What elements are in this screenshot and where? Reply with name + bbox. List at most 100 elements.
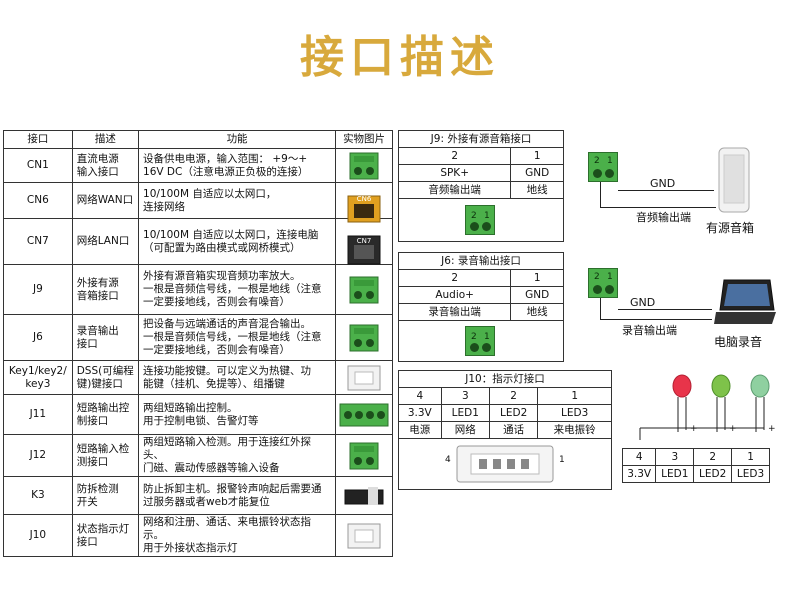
- desc-cell: 录音输出接口: [71, 314, 140, 361]
- white-header-icon: [347, 365, 381, 390]
- tamper-switch-icon: [344, 486, 384, 505]
- port-cell: J9: [3, 264, 73, 315]
- photo-cell: CN7: [335, 218, 393, 265]
- pluggable-connector-icon: [349, 276, 379, 303]
- j9-connector-icon: 2 1: [465, 205, 495, 235]
- speaker-out-label: 音频输出端: [636, 211, 691, 224]
- func-line: 一根是音频信号线，一根是地线（注意: [143, 331, 322, 343]
- cn6-photo-label: CN6: [356, 195, 372, 203]
- func-line: 10/100M 自适应以太网口，: [143, 187, 277, 200]
- desc-cell: 直流电源输入接口: [71, 148, 140, 183]
- header-desc: 描述: [71, 130, 140, 149]
- desc-line: 网络LAN口: [76, 235, 130, 247]
- header-photo: 实物图片: [335, 130, 393, 149]
- led-lightgreen-icon: [750, 374, 770, 398]
- page-title: 接口描述: [300, 32, 500, 83]
- desc-line: 测接口: [76, 455, 109, 468]
- j10-signal: 3.3V: [398, 404, 442, 422]
- speaker-icon: [718, 147, 750, 213]
- desc-line: DSS(可编程: [76, 364, 134, 377]
- desc-line: 输入接口: [76, 165, 119, 178]
- func-cell: 连接功能按键。可以定义为热键、功能键（挂机、免提等）、组播键: [138, 360, 337, 395]
- j10-connector-cell: 4 1: [398, 438, 612, 490]
- j10-signal: LED1: [440, 404, 490, 422]
- speaker-connector-icon: 2 1: [588, 152, 618, 182]
- desc-cell: 状态指示灯接口: [71, 514, 140, 557]
- speaker-device-label: 有源音箱: [706, 221, 755, 235]
- j10-meaning: 网络: [440, 421, 490, 439]
- desc-line: 状态指示灯: [76, 522, 130, 535]
- pin-label: 2: [471, 211, 477, 221]
- pluggable-connector-icon: [349, 442, 379, 469]
- desc-cell: 网络WAN口: [71, 182, 140, 219]
- j9-title: J9: 外接有源音箱接口: [398, 130, 564, 148]
- led-red-icon: [672, 374, 692, 398]
- photo-cell: [335, 476, 393, 515]
- func-line: 一根是音频信号线，一根是地线（注意: [143, 283, 322, 295]
- func-cell: 设备供电电源，输入范围： +9～+16V DC（注意电源正负极的连接）: [138, 148, 337, 183]
- func-line: 两组短路输出控制。: [143, 401, 238, 414]
- j9-meaning: 地线: [510, 181, 564, 199]
- func-cell: 两组短路输入检测。用于连接红外探头、门磁、震动传感器等输入设备: [138, 434, 337, 477]
- j9-pin: 2: [397, 147, 512, 165]
- j10-pin: 4: [398, 387, 442, 405]
- desc-line: 短路输入检: [76, 442, 130, 455]
- func-cell: 10/100M 自适应以太网口，连接电脑（可配置为路由模式或网桥模式）: [138, 218, 337, 265]
- led-plus: +: [690, 424, 698, 434]
- j10-table: J10：指示灯接口 4 3 2 1 3.3V LED1 LED2 LED3 电源…: [398, 370, 612, 490]
- func-line: 设备供电电源，输入范围： +9～+: [143, 152, 308, 165]
- led-signal: LED1: [655, 465, 695, 483]
- desc-cell: 短路输出控制接口: [71, 394, 140, 435]
- func-line: 一定要接地线，否则会有噪音）: [143, 344, 291, 356]
- pin-label: 1: [484, 332, 490, 342]
- port-cell: J6: [3, 314, 73, 361]
- j6-title: J6: 录音输出接口: [398, 252, 564, 270]
- j10-pin: 1: [537, 387, 612, 405]
- j9-meaning: 音频输出端: [397, 181, 512, 199]
- j9-signal: GND: [510, 164, 564, 182]
- port-cell: J12: [3, 434, 73, 477]
- port-cell: CN6: [3, 182, 73, 219]
- func-line: 连接网络: [143, 200, 186, 213]
- j6-pin: 2: [397, 269, 512, 287]
- func-cell: 网络和注册、通话、来电振铃状态指示。用于外接状态指示灯: [138, 514, 337, 557]
- desc-line: 音箱接口: [76, 289, 119, 302]
- desc-cell: 防拆检测开关: [71, 476, 140, 515]
- port-cell: CN1: [3, 148, 73, 183]
- board-pin-left: 4: [445, 455, 451, 465]
- photo-cell: [335, 514, 393, 557]
- photo-cell: [335, 434, 393, 477]
- j6-connector-cell: 2 1: [398, 320, 564, 362]
- func-cell: 两组短路输出控制。用于控制电锁、告警灯等: [138, 394, 337, 435]
- func-line: 防止拆卸主机。报警铃声响起后需要通: [143, 482, 322, 495]
- speaker-gnd-label: GND: [650, 177, 676, 190]
- port-cell: CN7: [3, 218, 73, 265]
- laptop-icon: [714, 279, 776, 324]
- func-line: 过服务器或者web才能复位: [143, 495, 270, 508]
- photo-cell: [335, 264, 393, 315]
- port-cell: K3: [3, 476, 73, 515]
- func-line: 用于外接状态指示灯: [143, 542, 238, 554]
- func-cell: 外接有源音箱实现音频功率放大。一根是音频信号线，一根是地线（注意一定要接地线，否…: [138, 264, 337, 315]
- j10-meaning: 来电振铃: [537, 421, 612, 439]
- j6-meaning: 地线: [510, 303, 564, 321]
- desc-line: 防拆检测: [76, 482, 119, 495]
- j9-connector-cell: 2 1: [398, 198, 564, 242]
- board-pin-right: 1: [559, 455, 565, 465]
- j10-board-connector-icon: [456, 445, 554, 483]
- led-wiring-svg: [639, 374, 770, 440]
- j6-signal: GND: [510, 286, 564, 304]
- table-header-row: 接口 描述 功能 实物图片: [3, 130, 393, 149]
- j9-signal: SPK+: [397, 164, 512, 182]
- rj45-port-icon: [347, 195, 381, 223]
- j10-signal: LED3: [537, 404, 612, 422]
- port-cell: J11: [3, 394, 73, 435]
- func-line: 连接功能按键。可以定义为热键、功: [143, 364, 312, 377]
